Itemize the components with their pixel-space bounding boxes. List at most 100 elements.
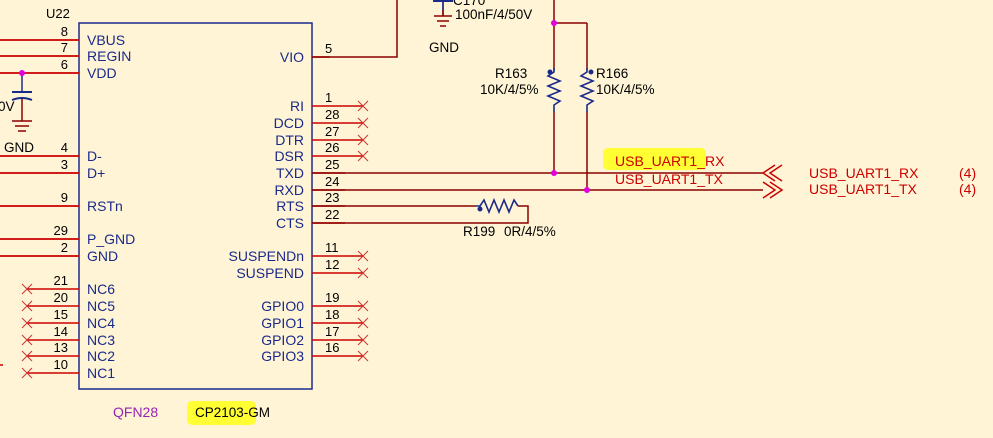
pin-name-gpio0: GPIO0 <box>261 298 304 314</box>
r166-value: 10K/4/5% <box>596 82 655 97</box>
chip-ref: U22 <box>46 6 70 21</box>
pin-name-vbus: VBUS <box>87 32 125 48</box>
port-tx-arrow1 <box>762 181 777 199</box>
pin-num-4: 4 <box>61 140 68 155</box>
pin-name-dsr: DSR <box>274 148 304 164</box>
pin-name-gpio3: GPIO3 <box>261 348 304 364</box>
pin-num-18: 18 <box>325 307 339 322</box>
pin-name-suspendn: SUSPENDn <box>229 248 304 264</box>
pin-num-21: 21 <box>54 273 68 288</box>
gnd-top-label: GND <box>429 40 459 55</box>
port-rx-arrow2 <box>768 164 783 182</box>
part-highlight <box>187 401 256 425</box>
pin-name-gnd: GND <box>87 248 118 264</box>
gnd-left-label: GND <box>4 140 34 155</box>
pin-name-regin: REGIN <box>87 48 131 64</box>
port-rx-sheet: (4) <box>959 165 976 181</box>
nc-mark-11 <box>357 250 369 262</box>
pin-num-16: 16 <box>325 340 339 355</box>
pin-num-27: 27 <box>325 124 339 139</box>
r163-ref: R163 <box>495 66 527 81</box>
r163-pin1-dot <box>547 69 553 75</box>
r199-symbol <box>475 197 519 215</box>
cap-left-value: 0V <box>0 99 15 114</box>
port-tx-label: USB_UART1_TX <box>809 181 918 197</box>
pin-name-rxd: RXD <box>274 182 304 198</box>
pin-num-29: 29 <box>54 223 68 238</box>
net-highlight <box>603 148 706 170</box>
pin-num-22: 22 <box>325 207 339 222</box>
pin-name-nc2: NC2 <box>87 348 115 364</box>
nc-mark-21 <box>21 283 33 295</box>
junction-rx <box>551 170 557 176</box>
pin-num-10: 10 <box>54 357 68 372</box>
pin-name-vdd: VDD <box>87 65 117 81</box>
pin-name-rts: RTS <box>276 198 304 214</box>
pin-num-23: 23 <box>325 190 339 205</box>
nc-mark-19 <box>357 300 369 312</box>
pin-num-26: 26 <box>325 140 339 155</box>
pin-num-17: 17 <box>325 324 339 339</box>
pin-num-12: 12 <box>325 257 339 272</box>
chip-package: QFN28 <box>113 404 158 420</box>
nc-mark-26 <box>357 150 369 162</box>
r166-symbol <box>578 68 596 112</box>
cap-top-value: 100nF/4/50V <box>455 7 532 22</box>
nc-mark-16 <box>357 350 369 362</box>
net-tx-label: USB_UART1_TX <box>615 171 724 187</box>
pin-name-d-: D- <box>87 148 102 164</box>
port-tx-arrow2 <box>769 181 784 199</box>
pin-num-5: 5 <box>325 41 332 56</box>
nc-mark-1 <box>357 100 369 112</box>
r166-pin1-dot <box>588 69 594 75</box>
pin-num-7: 7 <box>61 40 68 55</box>
cap-left-plate2 <box>11 97 33 101</box>
chip-part: CP2103-GM <box>195 405 270 420</box>
vio-wire <box>312 0 398 58</box>
nc-mark-12 <box>357 267 369 279</box>
port-tx-sheet: (4) <box>959 181 976 197</box>
pin-num-19: 19 <box>325 290 339 305</box>
nc-mark-28 <box>357 117 369 129</box>
pin-name-dtr: DTR <box>275 132 304 148</box>
pin-num-15: 15 <box>54 307 68 322</box>
junction-tx <box>584 187 590 193</box>
pin-num-8: 8 <box>61 24 68 39</box>
left-pins: 8VBUS7REGIN6VDD4D-3D+9RSTn29P_GND2GND21N… <box>0 24 135 381</box>
pin-name-nc1: NC1 <box>87 365 115 381</box>
pin-num-20: 20 <box>54 290 68 305</box>
pin-name-vio: VIO <box>280 49 304 65</box>
nc-mark-15 <box>21 317 33 329</box>
pin-name-rstn: RSTn <box>87 198 123 214</box>
port-rx-label: USB_UART1_RX <box>809 165 919 181</box>
pin-num-25: 25 <box>325 157 339 172</box>
pin-name-ri: RI <box>290 98 304 114</box>
nc-mark-10 <box>21 367 33 379</box>
pin-name-cts: CTS <box>276 215 304 231</box>
pin-num-9: 9 <box>61 190 68 205</box>
junction-pullup-top <box>551 20 557 26</box>
pin-name-p_gnd: P_GND <box>87 231 135 247</box>
pin-num-24: 24 <box>325 174 339 189</box>
pin-name-dcd: DCD <box>274 115 304 131</box>
pin-name-nc4: NC4 <box>87 315 115 331</box>
r199-ref: R199 <box>463 224 495 239</box>
pin-num-3: 3 <box>61 157 68 172</box>
nc-mark-20 <box>21 300 33 312</box>
nc-mark-27 <box>357 134 369 146</box>
port-rx-arrow1 <box>761 164 776 182</box>
nc-mark-14 <box>21 334 33 346</box>
pin-num-11: 11 <box>325 240 339 255</box>
nc-mark-13 <box>21 350 33 362</box>
pin-name-gpio1: GPIO1 <box>261 315 304 331</box>
r163-value: 10K/4/5% <box>480 82 539 97</box>
pin-name-suspend: SUSPEND <box>236 265 304 281</box>
r166-ref: R166 <box>596 66 628 81</box>
junction-vdd <box>19 70 25 76</box>
nc-mark-18 <box>357 317 369 329</box>
pin-name-d+: D+ <box>87 165 105 181</box>
pin-num-14: 14 <box>54 324 68 339</box>
pin-name-nc3: NC3 <box>87 332 115 348</box>
